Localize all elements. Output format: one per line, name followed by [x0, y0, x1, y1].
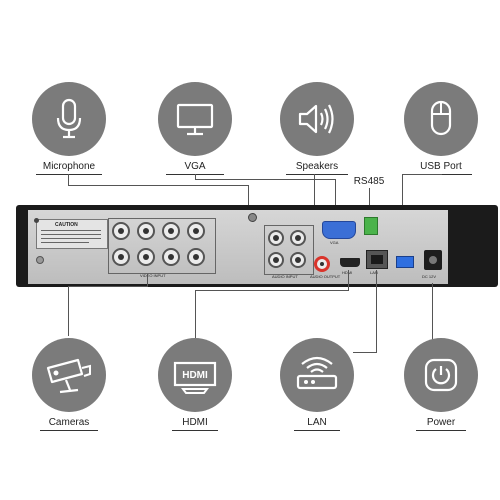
microphone-leader	[68, 185, 248, 186]
hdmi-leader	[195, 290, 349, 291]
lan-leader	[376, 270, 377, 352]
cameras-leader	[147, 274, 148, 286]
speaker-icon	[280, 82, 354, 156]
power-icon	[404, 338, 478, 412]
speakers-leader	[314, 174, 315, 222]
microphone-leader	[248, 185, 249, 213]
bnc-port-1[interactable]	[112, 222, 130, 240]
rs485-terminal[interactable]	[364, 217, 378, 235]
cameras-label: Cameras	[48, 417, 90, 428]
audio-in-port-3[interactable]	[268, 252, 284, 268]
hdmi-port[interactable]	[340, 258, 360, 267]
panel-screw	[36, 256, 44, 264]
cameras-underline	[40, 430, 98, 431]
monitor-icon	[158, 82, 232, 156]
power-label: Power	[426, 417, 456, 428]
usb-leader	[402, 174, 403, 226]
lan-port-label: LAN	[370, 270, 378, 275]
hdmi-logo-text: HDMI	[182, 370, 208, 381]
audio-input-label: AUDIO INPUT	[272, 274, 298, 279]
dc-label: DC 12V	[422, 274, 437, 279]
panel-screw	[248, 213, 257, 222]
microphone-underline	[36, 174, 102, 175]
speakers-underline	[286, 174, 348, 175]
power-leader	[432, 283, 433, 341]
video-input-panel	[108, 218, 216, 274]
audio-in-port-1[interactable]	[268, 230, 284, 246]
microphone-leader	[68, 174, 69, 185]
mouse-icon	[404, 82, 478, 156]
bnc-port-6[interactable]	[137, 248, 155, 266]
speakers-label: Speakers	[295, 161, 339, 172]
bnc-port-7[interactable]	[162, 248, 180, 266]
bnc-port-8[interactable]	[187, 248, 205, 266]
hdmi-port-label: HDMI	[342, 270, 352, 275]
camera-icon	[32, 338, 106, 412]
cameras-leader	[68, 286, 69, 336]
vga-label: VGA	[184, 161, 206, 172]
router-icon	[280, 338, 354, 412]
caution-sticker: CAUTION	[36, 219, 108, 249]
audio-output-label: AUDIO OUTPUT	[310, 274, 341, 279]
rs485-leader	[369, 188, 370, 216]
lan-leader	[353, 352, 377, 353]
bnc-port-5[interactable]	[112, 248, 130, 266]
vga-leader	[335, 179, 336, 221]
dc-power-jack[interactable]	[424, 250, 442, 270]
vga-leader	[195, 179, 335, 180]
bnc-port-4[interactable]	[187, 222, 205, 240]
bnc-port-3[interactable]	[162, 222, 180, 240]
hdmi-icon: HDMI	[158, 338, 232, 412]
audio-input-panel	[264, 225, 314, 275]
lan-underline	[294, 430, 340, 431]
audio-in-port-4[interactable]	[290, 252, 306, 268]
microphone-label: Microphone	[42, 161, 96, 172]
microphone-icon	[32, 82, 106, 156]
lan-port[interactable]	[366, 250, 388, 269]
hdmi-leader	[195, 290, 196, 338]
audio-out-port[interactable]	[314, 256, 330, 272]
vga-leader	[195, 174, 196, 179]
bnc-port-2[interactable]	[137, 222, 155, 240]
lan-label: LAN	[307, 417, 327, 428]
power-underline	[416, 430, 466, 431]
warning-icon	[34, 218, 39, 223]
video-input-label: VIDEO INPUT	[140, 273, 166, 278]
vga-port[interactable]	[322, 221, 356, 239]
caution-text: CAUTION	[55, 222, 78, 228]
hdmi-underline	[172, 430, 218, 431]
usb-port[interactable]	[396, 256, 414, 268]
hdmi-label: HDMI	[182, 417, 208, 428]
hdmi-leader	[348, 270, 349, 290]
rs485-label: RS485	[353, 176, 385, 187]
vga-port-label: VGA	[330, 240, 339, 245]
cameras-leader	[68, 286, 148, 287]
usb-port-label: USB Port	[420, 161, 462, 172]
audio-in-port-2[interactable]	[290, 230, 306, 246]
usb-leader	[402, 174, 442, 175]
